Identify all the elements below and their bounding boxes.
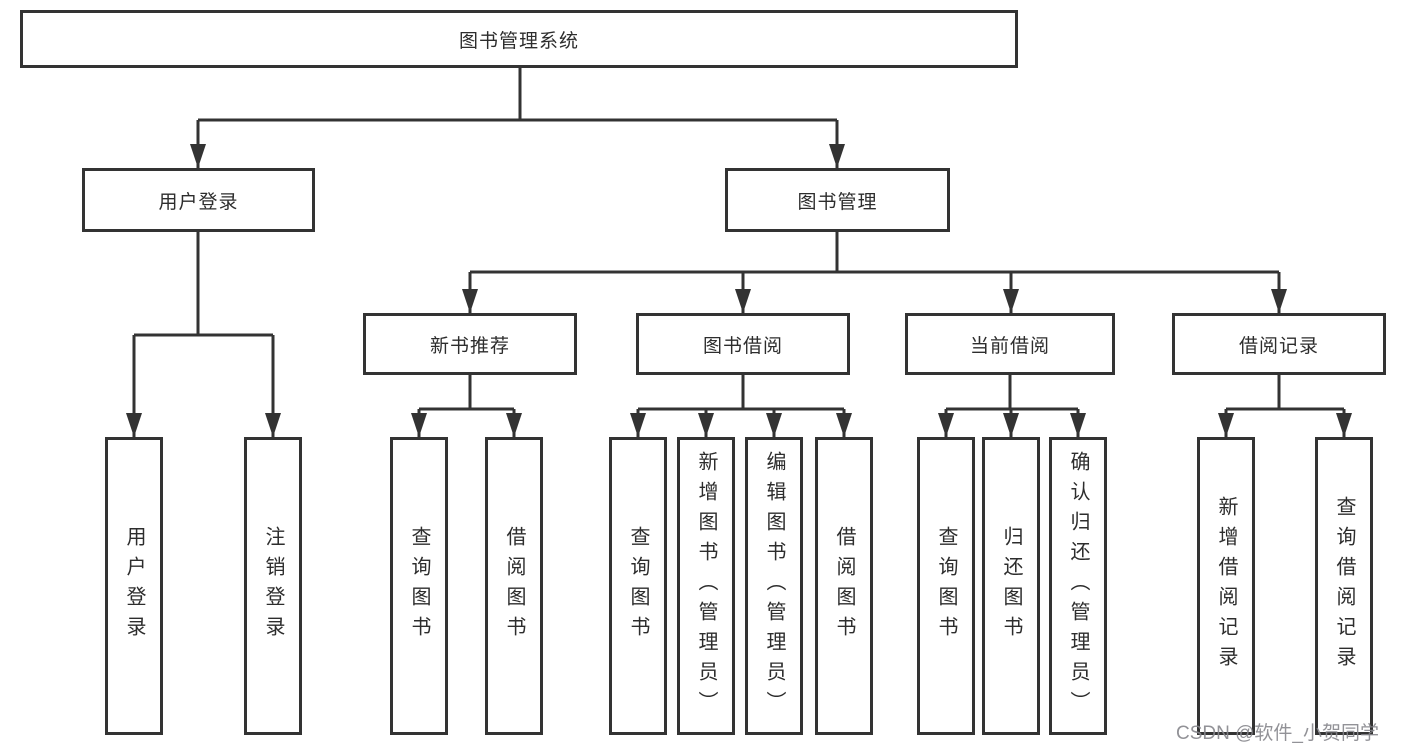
node-label: 新书推荐 [429,335,510,357]
csdn-watermark: CSDN @软件_小贺同学 [1176,723,1379,744]
leaf-label: 查询图书 [935,526,957,646]
leaf-add-borrow-record: 新增借阅记录 [1197,437,1255,735]
leaf-label: 新增图书（管理员） [695,451,717,721]
leaf-add-books-admin: 新增图书（管理员） [677,437,735,735]
node-borrow-record: 借阅记录 [1172,313,1386,375]
node-new-book-recommend: 新书推荐 [363,313,577,375]
node-label: 图书借阅 [702,335,783,357]
leaf-label: 查询图书 [408,526,430,646]
leaf-query-books-current: 查询图书 [917,437,975,735]
leaf-label: 编辑图书（管理员） [763,451,785,721]
leaf-label: 借阅图书 [833,526,855,646]
leaf-user-login: 用户登录 [105,437,163,735]
arrowhead-icons [126,144,1352,437]
connector-lines [132,68,1346,437]
leaf-label: 查询借阅记录 [1333,496,1355,676]
node-label: 图书管理系统 [458,30,579,52]
leaf-label: 借阅图书 [503,526,525,646]
leaf-label: 注销登录 [262,526,284,646]
node-user-login: 用户登录 [82,168,315,232]
node-label: 借阅记录 [1238,335,1319,357]
leaf-label: 用户登录 [123,526,145,646]
leaf-return-books: 归还图书 [982,437,1040,735]
leaf-label: 查询图书 [627,526,649,646]
leaf-edit-books-admin: 编辑图书（管理员） [745,437,803,735]
leaf-query-borrow-record: 查询借阅记录 [1315,437,1373,735]
leaf-label: 确认归还（管理员） [1067,451,1089,721]
leaf-logout-login: 注销登录 [244,437,302,735]
leaf-borrow-books: 借阅图书 [815,437,873,735]
leaf-confirm-return-admin: 确认归还（管理员） [1049,437,1107,735]
node-book-management: 图书管理 [725,168,950,232]
node-book-borrow: 图书借阅 [636,313,850,375]
node-label: 用户登录 [158,191,239,213]
leaf-borrow-books-recommend: 借阅图书 [485,437,543,735]
node-library-management-system: 图书管理系统 [20,10,1018,68]
leaf-label: 新增借阅记录 [1215,496,1237,676]
leaf-query-books-borrow: 查询图书 [609,437,667,735]
node-current-borrow: 当前借阅 [905,313,1115,375]
node-label: 当前借阅 [969,335,1050,357]
leaf-label: 归还图书 [1000,526,1022,646]
leaf-query-books-recommend: 查询图书 [390,437,448,735]
node-label: 图书管理 [797,191,878,213]
